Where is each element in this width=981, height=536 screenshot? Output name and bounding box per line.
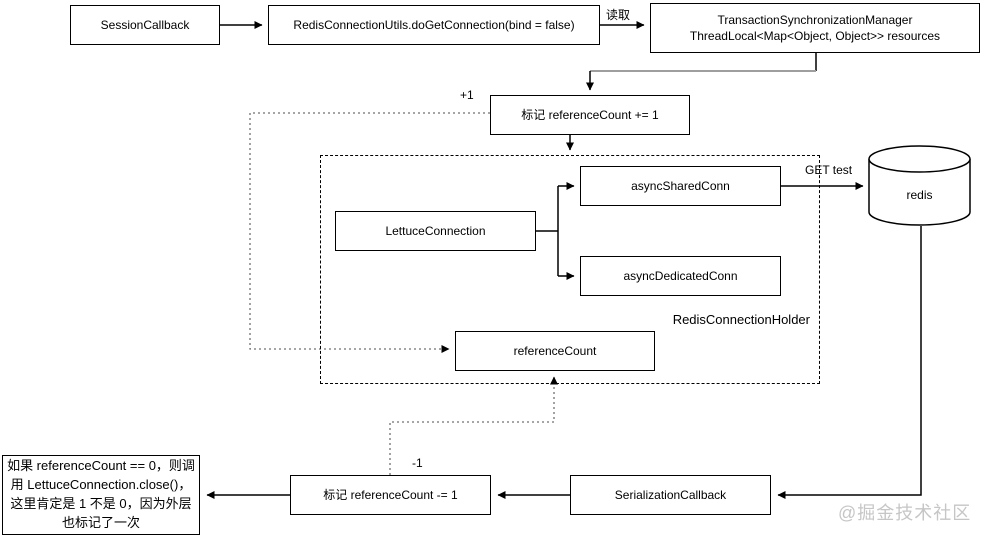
node-reference-count[interactable]: referenceCount — [455, 331, 655, 371]
node-lettuce-connection[interactable]: LettuceConnection — [335, 211, 536, 251]
node-close-note: 如果 referenceCount == 0，则调用 LettuceConnec… — [2, 455, 200, 535]
redis-label: redis — [906, 188, 933, 202]
edge-label-minus-one: -1 — [412, 456, 423, 470]
juejin-watermark: @掘金技术社区 — [838, 503, 972, 523]
node-transaction-synchronization-manager[interactable]: TransactionSynchronizationManager Thread… — [650, 3, 980, 53]
redis-cylinder — [868, 145, 971, 226]
node-session-callback[interactable]: SessionCallback — [70, 5, 220, 45]
node-mark-reference-count-increment[interactable]: 标记 referenceCount += 1 — [490, 95, 690, 135]
redis-connection-holder-container — [320, 155, 820, 384]
node-async-dedicated-conn[interactable]: asyncDedicatedConn — [580, 256, 781, 296]
edge-label-get-test: GET test — [805, 163, 853, 177]
node-do-get-connection[interactable]: RedisConnectionUtils.doGetConnection(bin… — [268, 5, 600, 45]
redis-connection-holder-label: RedisConnectionHolder — [672, 312, 810, 327]
node-mark-reference-count-decrement[interactable]: 标记 referenceCount -= 1 — [290, 475, 491, 515]
edge-label-read: 读取 — [606, 8, 631, 22]
node-async-shared-conn[interactable]: asyncSharedConn — [580, 166, 781, 206]
edge-label-plus-one: +1 — [460, 88, 474, 102]
node-serialization-callback[interactable]: SerializationCallback — [570, 475, 771, 515]
